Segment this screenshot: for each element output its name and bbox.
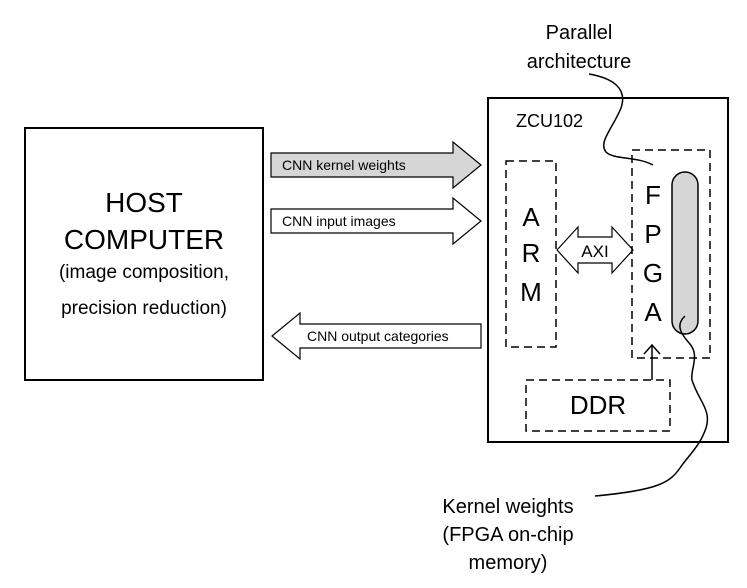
kernel-weights-callout-line1: Kernel weights: [442, 496, 573, 518]
host-title-line2: COMPUTER: [64, 224, 224, 255]
fpga-block: [631, 149, 711, 359]
arm-letter-r: R: [522, 238, 541, 268]
fpga-letter-g: G: [643, 258, 663, 288]
axi-arrow: [556, 225, 634, 275]
kernel-weights-callout-line3: memory): [469, 552, 548, 574]
host-computer-box: [24, 127, 264, 381]
kernel-weights-arrow: [270, 140, 482, 190]
ddr-block: [525, 379, 671, 432]
onchip-memory-capsule: [671, 171, 699, 335]
fpga-letter-f: F: [645, 180, 661, 210]
parallel-architecture-line2: architecture: [527, 51, 632, 73]
ddr-label: DDR: [570, 390, 626, 420]
kernel-weights-leader: [594, 315, 709, 497]
arm-letter-a: A: [522, 202, 540, 232]
fpga-letter-a: A: [644, 297, 662, 327]
output-categories-arrow: [271, 311, 482, 361]
input-images-arrow: [270, 196, 482, 246]
kernel-weights-callout-line2: (FPGA on-chip: [442, 524, 573, 546]
input-images-arrow-label: CNN input images: [282, 213, 396, 229]
board-label: ZCU102: [516, 111, 583, 131]
arm-letter-m: M: [520, 277, 542, 307]
output-categories-arrow-label: CNN output categories: [307, 328, 449, 344]
host-subtitle-line1: (image composition,: [59, 262, 229, 283]
host-title-line1: HOST: [105, 187, 183, 218]
fpga-letter-p: P: [644, 219, 661, 249]
axi-label: AXI: [581, 242, 608, 261]
host-subtitle-line2: precision reduction): [61, 298, 227, 319]
arm-block: [505, 160, 557, 348]
kernel-weights-arrow-label: CNN kernel weights: [282, 157, 406, 173]
parallel-architecture-leader: [588, 73, 654, 166]
parallel-architecture-line1: Parallel: [546, 22, 613, 44]
